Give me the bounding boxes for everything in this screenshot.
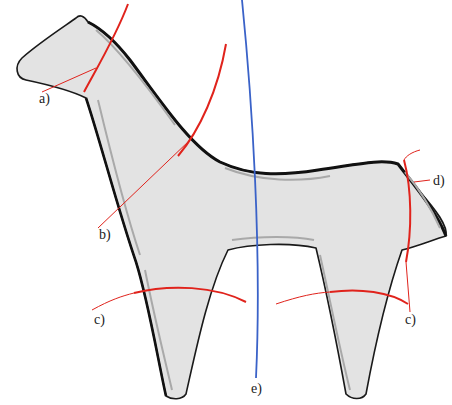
callout-letter: a) <box>38 92 51 106</box>
shading <box>96 30 440 390</box>
section-line-blue <box>242 0 258 378</box>
horse-back-contour <box>88 22 446 236</box>
callout-letter: c) <box>93 313 106 327</box>
callout-letter: e) <box>250 382 263 396</box>
horse-body <box>17 16 446 399</box>
section-lines <box>42 4 430 312</box>
horse-front-contour <box>86 98 166 396</box>
callout-letter: d) <box>432 174 446 188</box>
horse-outline <box>17 16 446 399</box>
callout-letter: c) <box>404 313 417 327</box>
callout-letter: b) <box>98 228 112 242</box>
